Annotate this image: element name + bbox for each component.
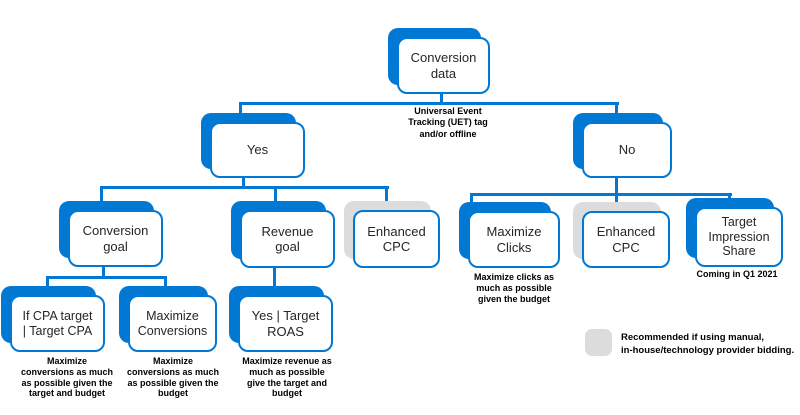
connector-yes-stem xyxy=(242,176,245,189)
connector-goal-children-bar xyxy=(46,276,167,279)
node-conversion-goal: Conversion goal xyxy=(59,201,163,267)
legend-gray-swatch xyxy=(585,329,612,356)
node-revenue-goal: Revenue goal xyxy=(231,201,335,268)
connector-yes-children-bar xyxy=(100,186,389,189)
connector-enhanced-cpc-right-drop xyxy=(615,193,618,204)
node-label: If CPA target | Target CPA xyxy=(10,295,105,352)
node-target-impression-share: Target Impression Share xyxy=(686,198,783,267)
connector-max-conversions-drop xyxy=(164,276,167,288)
connector-maximize-clicks-drop xyxy=(470,193,473,204)
connector-revenue-goal-stem xyxy=(273,266,276,288)
annotation-yes-target-roas: Maximize revenue as much as possible giv… xyxy=(242,356,332,399)
node-label: Maximize Conversions xyxy=(128,295,217,352)
connector-revenue-goal-drop xyxy=(274,186,277,202)
connector-conversion-goal-drop xyxy=(100,186,103,202)
connector-level1-bar xyxy=(239,102,619,105)
node-enhanced-cpc-left: Enhanced CPC xyxy=(344,201,440,268)
connector-no-stem xyxy=(615,176,618,195)
connector-if-cpa-drop xyxy=(46,276,49,288)
connector-enhanced-cpc-left-drop xyxy=(385,186,388,202)
annotation-if-cpa-target: Maximize conversions as much as possible… xyxy=(20,356,114,399)
connector-no-drop xyxy=(615,102,618,115)
node-label: Enhanced CPC xyxy=(353,210,440,268)
node-conversion-data: Conversion data xyxy=(388,28,490,94)
node-label: No xyxy=(582,122,672,178)
node-label: Yes | Target ROAS xyxy=(238,295,333,352)
node-label: Target Impression Share xyxy=(695,207,783,267)
connector-root-stem xyxy=(440,93,443,105)
annotation-maximize-clicks: Maximize clicks as much as possible give… xyxy=(473,272,555,304)
node-label: Conversion data xyxy=(397,37,490,94)
annotation-maximize-conversions: Maximize conversions as much as possible… xyxy=(126,356,220,399)
node-maximize-clicks: Maximize Clicks xyxy=(459,202,560,268)
node-label: Revenue goal xyxy=(240,210,335,268)
node-if-cpa-target: If CPA target | Target CPA xyxy=(1,286,105,352)
legend-text: Recommended if using manual, in-house/te… xyxy=(621,332,795,356)
node-label: Conversion goal xyxy=(68,210,163,267)
uet-edge-label: Universal Event Tracking (UET) tag and/o… xyxy=(408,106,488,139)
connector-yes-drop xyxy=(239,102,242,115)
connector-conversion-goal-stem xyxy=(102,265,105,279)
node-yes: Yes xyxy=(201,113,305,178)
node-yes-target-roas: Yes | Target ROAS xyxy=(229,286,333,352)
connector-target-impression-drop xyxy=(728,193,731,202)
connector-no-children-bar xyxy=(470,193,732,196)
node-enhanced-cpc-right: Enhanced CPC xyxy=(573,202,670,268)
node-no: No xyxy=(573,113,672,178)
node-maximize-conversions: Maximize Conversions xyxy=(119,286,217,352)
node-label: Enhanced CPC xyxy=(582,211,670,268)
node-label: Maximize Clicks xyxy=(468,211,560,268)
node-label: Yes xyxy=(210,122,305,178)
annotation-coming-q1-2021: Coming in Q1 2021 xyxy=(696,269,778,279)
